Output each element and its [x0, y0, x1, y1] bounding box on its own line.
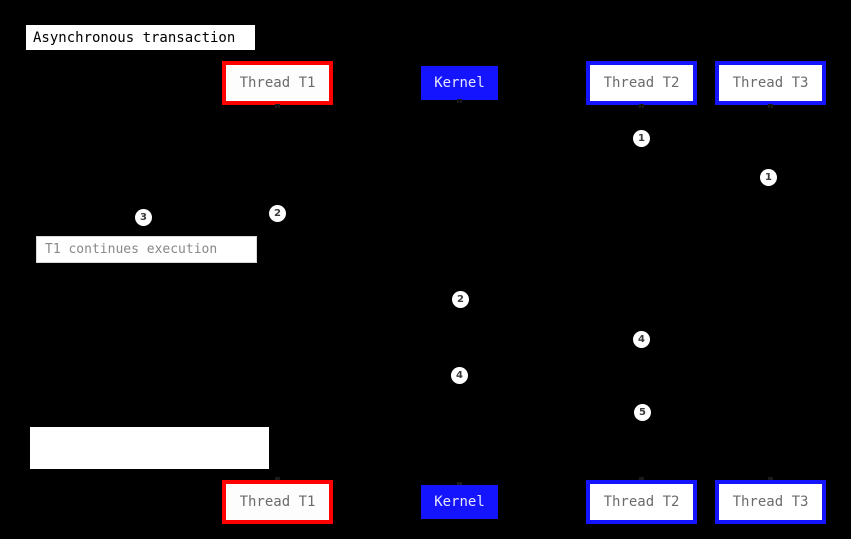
message-arrow-1 [277, 138, 641, 139]
step-badge-5-t2: 5 [634, 404, 651, 421]
participant-kernel-bottom[interactable]: Kernel [421, 485, 498, 519]
step-badge-4-kernel: 4 [451, 367, 468, 384]
participant-thread-t1-bottom[interactable]: Thread T1 [222, 480, 333, 524]
participant-thread-t2-top[interactable]: Thread T2 [586, 61, 697, 105]
lifeline-thread-t1 [277, 105, 278, 480]
participant-thread-t1-top[interactable]: Thread T1 [222, 61, 333, 105]
step-badge-3-t1: 3 [135, 209, 152, 226]
note-blank [30, 427, 269, 469]
participant-thread-t3-top[interactable]: Thread T3 [715, 61, 826, 105]
participant-thread-t2-bottom[interactable]: Thread T2 [586, 480, 697, 524]
note-t1-continues-execution: T1 continues execution [36, 236, 257, 263]
message-arrow-2 [277, 177, 770, 178]
diagram-title-note: Asynchronous transaction [26, 25, 255, 50]
message-arrow-3 [277, 213, 459, 214]
step-badge-1-t3: 1 [760, 169, 777, 186]
message-arrow-5 [459, 339, 641, 340]
lifeline-thread-t3 [770, 105, 771, 480]
lifeline-nub-kernel-bottom [457, 482, 462, 486]
message-arrow-6 [277, 375, 459, 376]
step-badge-2-t1: 2 [269, 205, 286, 222]
lifeline-thread-t2 [641, 105, 642, 480]
participant-kernel-top[interactable]: Kernel [421, 66, 498, 100]
step-badge-4-t2: 4 [633, 331, 650, 348]
participant-thread-t3-bottom[interactable]: Thread T3 [715, 480, 826, 524]
step-badge-1-t2: 1 [633, 130, 650, 147]
lifeline-nub-t2-bottom [639, 477, 644, 481]
message-arrow-4 [277, 299, 459, 300]
lifeline-nub-t3-bottom [768, 477, 773, 481]
message-arrow-7 [459, 412, 641, 413]
step-badge-2-kernel: 2 [452, 291, 469, 308]
lifeline-nub-t1-bottom [275, 477, 280, 481]
